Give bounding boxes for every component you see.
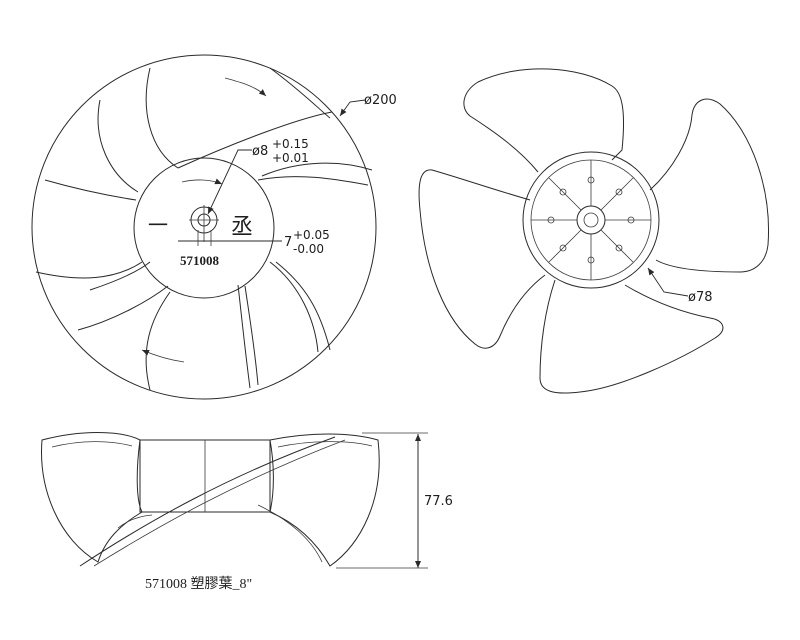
side-view: 77.6 [41, 432, 453, 569]
side-sweep-blade [79, 436, 336, 567]
side-blade-left [41, 432, 143, 563]
hub-mark-left: 一 [148, 215, 168, 237]
front-blade-outlines [35, 67, 373, 391]
front-hub-circle [133, 157, 275, 299]
hub-part-number: 571008 [180, 253, 220, 268]
front-blade-5 [237, 284, 259, 389]
rear-hub-ribs [531, 160, 651, 280]
rotation-arrow-top [224, 77, 267, 97]
bore-tolerance-upper: +0.15 [272, 137, 309, 151]
rear-bore-circle [576, 205, 606, 235]
hub-mark-right: 丞 [231, 214, 253, 239]
rear-blade-right [649, 98, 770, 273]
flat-tolerance-lower: -0.00 [293, 242, 324, 256]
side-blade-right [269, 433, 380, 567]
front-blade-7 [257, 162, 373, 186]
flat-tolerance-upper: +0.05 [293, 228, 330, 242]
bore-diameter-label: ø8 [252, 144, 268, 159]
drawing-caption: 571008 塑膠葉_8" [145, 576, 252, 592]
bore-tolerance-lower: +0.01 [272, 151, 309, 165]
flat-size-label: 7 [284, 235, 292, 250]
front-blade-3 [35, 261, 151, 291]
bore-diameter-leader [207, 149, 252, 215]
front-blade-1 [145, 67, 333, 169]
front-blade-6 [269, 261, 331, 353]
rear-blade-bottom [539, 279, 724, 394]
hub-diameter-leader [647, 267, 689, 297]
front-blade-2 [44, 99, 139, 201]
rotation-arrow-hub [181, 178, 223, 185]
rear-blade-top [463, 68, 625, 173]
front-view: 一 丞 571008 ø200 ø8 +0.15 +0.01 7 +0.05 -… [31, 54, 397, 400]
rear-hub-circle [522, 151, 660, 289]
side-hub [139, 439, 271, 513]
rear-view: ø78 [418, 68, 770, 394]
rear-blade-left [418, 169, 546, 349]
front-blade-4 [77, 285, 171, 391]
outer-diameter-circle [31, 54, 377, 400]
outer-diameter-label: ø200 [364, 93, 397, 108]
outer-diameter-leader [339, 99, 366, 117]
rotation-arrow-bottom [141, 349, 185, 363]
rear-hub-holes [547, 176, 635, 264]
hub-diameter-label: ø78 [688, 290, 713, 305]
height-label: 77.6 [424, 494, 453, 509]
